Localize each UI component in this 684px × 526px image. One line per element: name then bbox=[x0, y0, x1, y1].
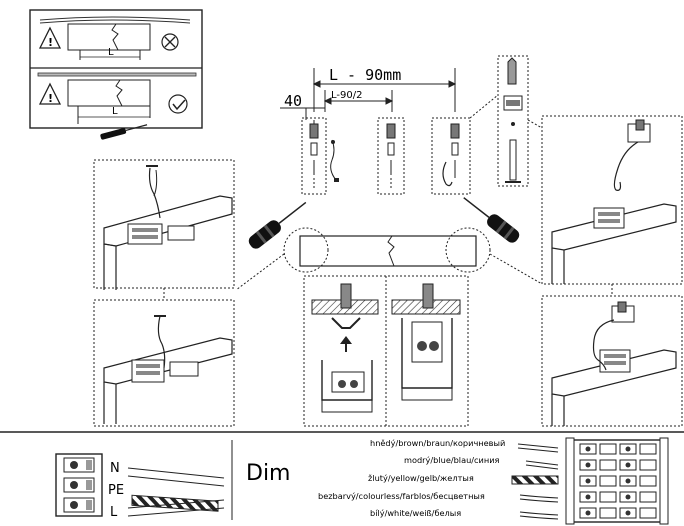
warning-icon: ! bbox=[38, 26, 62, 49]
prohibited-icon bbox=[161, 33, 179, 51]
detail-right-top bbox=[541, 115, 683, 285]
top-length-label-2: L bbox=[112, 106, 118, 117]
offset-40-label: 40 bbox=[284, 92, 302, 110]
wire-label-brown: hnědý/brown/braun/коричневый bbox=[370, 438, 505, 448]
wire-label-white: bílý/white/weiß/белыя bbox=[370, 508, 461, 518]
terminal-label-l: L bbox=[110, 505, 118, 520]
terminal-label-pe: PE bbox=[108, 483, 124, 498]
svg-text:!: ! bbox=[48, 92, 53, 105]
anchor-kit bbox=[497, 55, 529, 187]
detail-ceiling-clip bbox=[303, 275, 469, 427]
dim-label: Dim bbox=[246, 461, 290, 486]
dim-terminal-strip bbox=[565, 437, 669, 525]
screwdriver-left-icon bbox=[248, 201, 307, 249]
screwdriver-right-icon bbox=[463, 197, 520, 243]
mount-box-right bbox=[431, 117, 471, 195]
terminal-label-n: N bbox=[110, 461, 120, 476]
svg-text:!: ! bbox=[48, 36, 53, 49]
dim-wires bbox=[511, 443, 559, 520]
mount-box-left bbox=[301, 117, 339, 195]
luminaire-bar bbox=[283, 227, 491, 273]
check-icon bbox=[168, 94, 188, 114]
terminal-block bbox=[55, 453, 103, 517]
detail-right-bottom bbox=[541, 295, 683, 427]
warning-icon: ! bbox=[38, 82, 62, 105]
length-minus-90-label: L - 90mm bbox=[329, 66, 401, 84]
wire-label-yellow: žlutý/yellow/gelb/желтыя bbox=[368, 473, 474, 483]
detail-left-bottom bbox=[93, 299, 235, 427]
wire-label-colourless: bezbarvý/colourless/farblos/бесцветныя bbox=[318, 491, 485, 501]
wire-label-blue: modrý/blue/blau/синия bbox=[404, 455, 500, 465]
dimension-lines bbox=[280, 68, 457, 120]
top-length-label: L bbox=[108, 47, 114, 58]
warning-panel: L ! L ! bbox=[29, 9, 203, 140]
half-length-label: L-90/2 bbox=[331, 90, 362, 101]
mount-box-middle bbox=[377, 117, 405, 195]
detail-left-top bbox=[93, 159, 235, 290]
mains-cable bbox=[127, 467, 225, 517]
screwdriver-icon bbox=[100, 124, 148, 140]
